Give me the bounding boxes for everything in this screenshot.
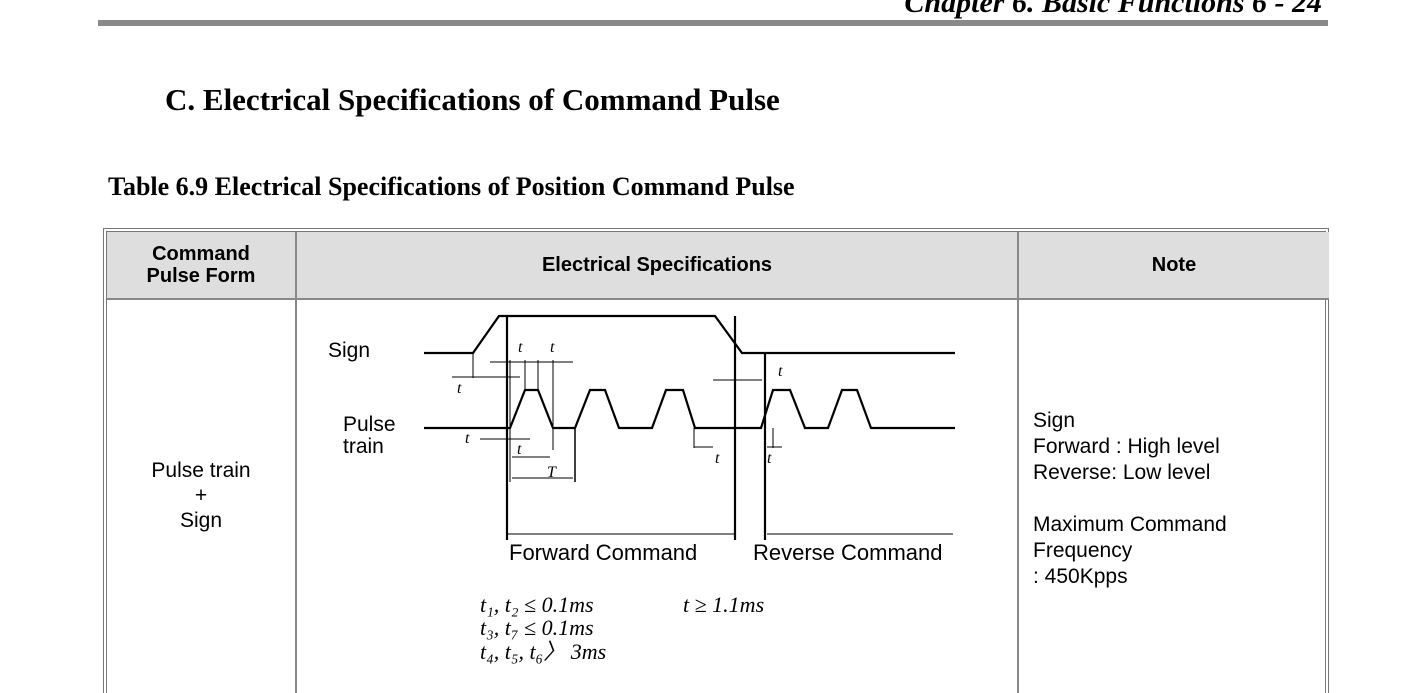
page-header: Chapter 6. Basic Functions 6 - 24 bbox=[904, 0, 1322, 19]
equation-t1-t2: t₁, t₂ ≤ 0.1ms bbox=[480, 592, 594, 617]
note-cell: Sign Forward : High level Reverse: Low l… bbox=[1033, 408, 1227, 590]
svg-text:t: t bbox=[457, 380, 462, 397]
svg-text:t: t bbox=[715, 450, 720, 467]
header-electrical-specs: Electrical Specifications bbox=[297, 232, 1017, 300]
pulse-form-cell: Pulse train + Sign bbox=[107, 458, 295, 533]
column-divider bbox=[1017, 232, 1019, 693]
pulse-train-label: Pulse train bbox=[343, 413, 396, 458]
reverse-command-label: Reverse Command bbox=[753, 540, 943, 565]
form-line: + bbox=[194, 484, 208, 507]
form-line: Sign bbox=[179, 509, 223, 532]
equation-t4-t5-t6: t₄, t₅, t₆〉 3ms bbox=[480, 639, 607, 664]
svg-text:t: t bbox=[465, 430, 470, 447]
note-line: Frequency bbox=[1033, 539, 1133, 562]
sign-label: Sign bbox=[328, 339, 371, 362]
svg-text:t: t bbox=[778, 363, 783, 380]
equation-t3-t7: t₃, t₇ ≤ 0.1ms bbox=[480, 615, 594, 640]
sign-waveform bbox=[424, 314, 955, 355]
svg-text:t: t bbox=[518, 339, 523, 356]
header-rule bbox=[98, 20, 1328, 26]
note-line: Reverse: Low level bbox=[1033, 461, 1211, 484]
forward-command-label: Forward Command bbox=[509, 540, 698, 565]
table-caption: Table 6.9 Electrical Specifications of P… bbox=[108, 172, 795, 201]
svg-text:t: t bbox=[517, 441, 522, 458]
note-line: Sign bbox=[1033, 409, 1076, 432]
header-note: Note bbox=[1019, 232, 1329, 300]
note-line: Maximum Command bbox=[1033, 513, 1227, 536]
section-title: C. Electrical Specifications of Command … bbox=[165, 82, 780, 117]
pulse-waveform bbox=[424, 388, 955, 430]
note-line: Forward : High level bbox=[1033, 435, 1220, 458]
column-divider bbox=[295, 232, 297, 693]
form-line: Pulse train bbox=[151, 459, 251, 482]
svg-text:t: t bbox=[550, 339, 555, 356]
header-pulse-form: Command Pulse Form bbox=[107, 232, 295, 300]
note-line: : 450Kpps bbox=[1033, 565, 1128, 588]
svg-text:T: T bbox=[547, 464, 557, 481]
equation-t: t ≥ 1.1ms bbox=[683, 592, 765, 617]
spec-table: Command Pulse Form Electrical Specificat… bbox=[103, 228, 1329, 693]
svg-text:t: t bbox=[767, 450, 772, 467]
